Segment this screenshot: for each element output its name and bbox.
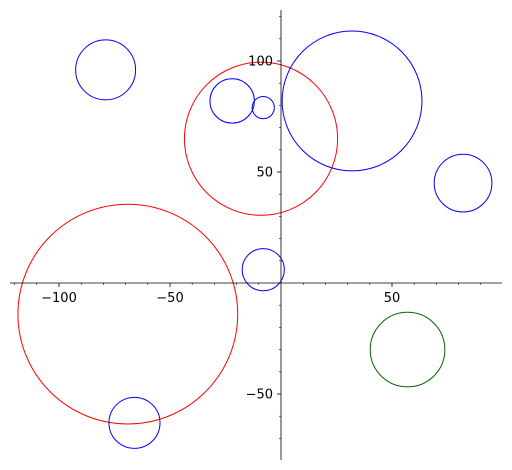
axes-layer: −100 −50 50 −50 50 100 <box>10 10 502 460</box>
circle-5 <box>281 30 423 172</box>
circle-10 <box>108 396 161 449</box>
circle-4 <box>183 61 339 216</box>
circle-6 <box>433 153 493 213</box>
y-tick-label-1: 50 <box>256 166 273 181</box>
y-tick-label-2: 100 <box>248 55 273 70</box>
circle-9 <box>369 311 446 388</box>
x-tick-label-0: −100 <box>41 291 77 306</box>
x-tick-label-1: −50 <box>156 291 183 306</box>
circle-7 <box>17 203 239 425</box>
circle-1 <box>75 39 137 101</box>
x-tick-label-2: 50 <box>384 291 401 306</box>
y-tick-label-0: −50 <box>246 388 273 403</box>
circle-8 <box>241 248 285 292</box>
circle-3 <box>251 96 275 120</box>
shapes-layer <box>17 30 493 449</box>
